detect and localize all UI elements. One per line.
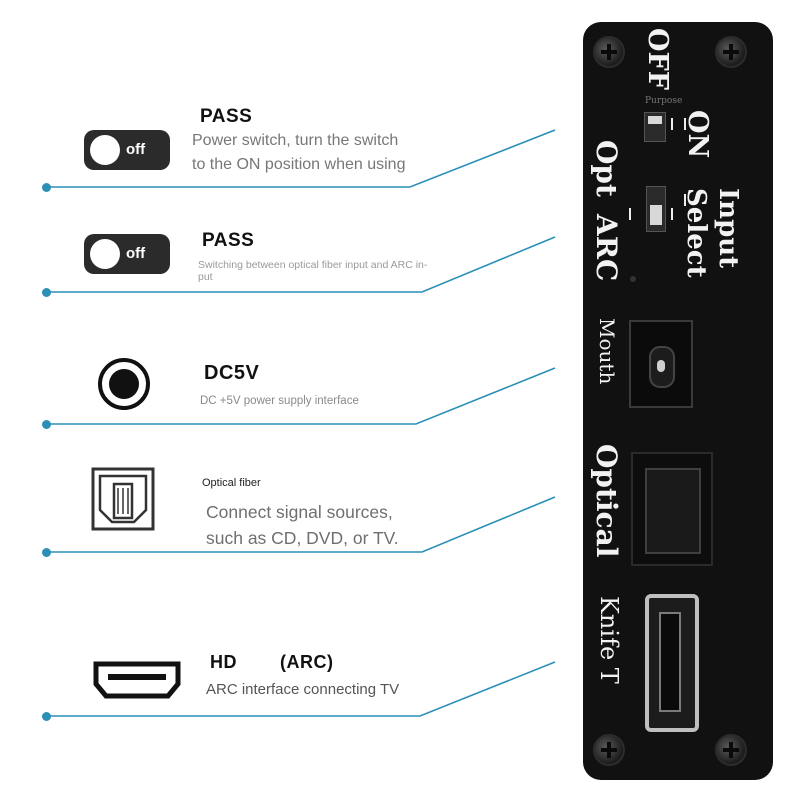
hdmi-port-inner <box>659 612 681 712</box>
label-small-note: Purpose <box>645 96 683 106</box>
label-mouth: Mouth <box>595 318 619 385</box>
dc-jack-icon <box>98 358 150 410</box>
switch-lever <box>650 205 662 225</box>
toggle-knob <box>90 135 120 165</box>
callout-dot <box>42 548 51 557</box>
toggle-knob <box>90 239 120 269</box>
item-desc-optical-2: such as CD, DVD, or TV. <box>206 528 399 548</box>
optical-port-icon <box>91 467 155 531</box>
callout-dot <box>42 712 51 721</box>
item-desc-power-2: to the ON position when using <box>192 156 406 173</box>
dc-power-jack[interactable] <box>629 320 693 408</box>
item-title-hdmi-arc: (ARC) <box>280 652 334 672</box>
screw-icon <box>715 734 747 766</box>
item-title-optical: Optical fiber <box>202 477 261 489</box>
hdmi-arc-port[interactable] <box>645 594 699 732</box>
power-switch-icon: off <box>84 130 170 170</box>
screw-icon <box>593 734 625 766</box>
hdmi-port-icon <box>93 661 181 699</box>
input-switch-icon: off <box>84 234 170 274</box>
optical-input-port[interactable] <box>631 452 713 566</box>
input-select-slide-switch[interactable] <box>646 186 666 232</box>
switch-tick <box>684 194 686 206</box>
label-knife: Knife T <box>595 596 623 684</box>
item-desc-input-2: put <box>198 271 213 283</box>
switch-tick <box>671 118 673 130</box>
item-title-power: PASS <box>200 106 253 127</box>
label-arc: ARC <box>590 214 623 282</box>
item-title-hdmi: HD <box>210 652 237 672</box>
item-title-dc: DC5V <box>204 362 260 384</box>
screw-icon <box>593 36 625 68</box>
toggle-label: off <box>126 141 146 158</box>
screw-icon <box>715 36 747 68</box>
item-desc-hdmi: ARC interface connecting TV <box>206 681 400 698</box>
label-on: ON <box>682 110 713 159</box>
switch-tick <box>629 208 631 220</box>
power-slide-switch[interactable] <box>644 112 666 142</box>
callout-dot <box>42 420 51 429</box>
callout-dot <box>42 288 51 297</box>
dc-pin-center <box>657 360 665 372</box>
item-desc-input-1: Switching between optical fiber input an… <box>198 259 428 271</box>
switch-lever <box>648 116 662 124</box>
item-desc-dc: DC +5V power supply interface <box>200 395 359 407</box>
toggle-label: off <box>126 245 146 262</box>
callout-dot <box>42 183 51 192</box>
label-off: OFF <box>642 28 673 90</box>
item-title-input: PASS <box>202 230 255 251</box>
label-optical: Optical <box>590 444 623 558</box>
switch-tick <box>671 208 673 220</box>
led-indicator <box>630 276 636 282</box>
item-desc-optical-1: Connect signal sources, <box>206 502 393 522</box>
switch-tick <box>684 118 686 130</box>
device-panel: OFF ON Purpose Opt ARC Input Select Mout… <box>583 22 773 780</box>
label-opt: Opt <box>590 140 623 197</box>
optical-port-shutter <box>645 468 701 554</box>
label-input: Input <box>713 188 743 269</box>
item-desc-power-1: Power switch, turn the switch <box>192 132 399 149</box>
